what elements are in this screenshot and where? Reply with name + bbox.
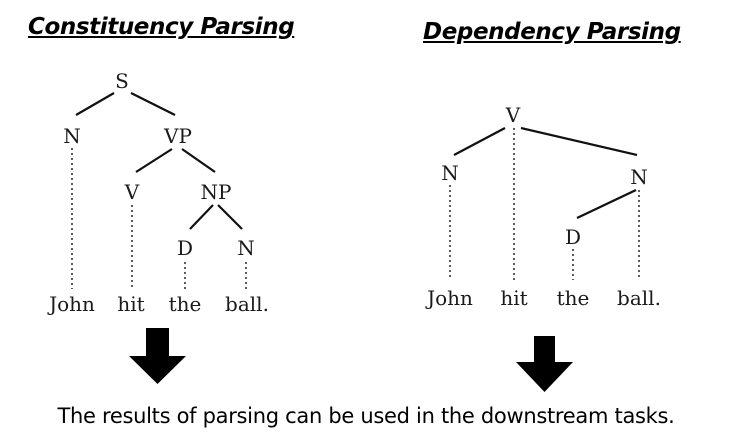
edge-np-d bbox=[189, 204, 214, 230]
node-vp: VP bbox=[163, 124, 192, 148]
node-n-right: N bbox=[630, 165, 648, 189]
word-ball: ball. bbox=[617, 286, 661, 310]
edge-s-vp bbox=[130, 92, 176, 116]
constituency-heading: Constituency Parsing bbox=[28, 14, 295, 40]
dependency-heading: Dependency Parsing bbox=[423, 19, 681, 45]
node-d: D bbox=[565, 225, 581, 249]
down-arrow-icon bbox=[129, 328, 186, 384]
node-n2: N bbox=[237, 236, 255, 260]
edge-np-n bbox=[217, 204, 243, 230]
node-d: D bbox=[177, 236, 193, 260]
word-hit: hit bbox=[500, 286, 527, 310]
dependency-tree: V N N D John hit the ball. bbox=[425, 103, 661, 310]
constituency-tree: S N VP V NP D N John hit the ball. bbox=[47, 69, 269, 316]
word-the: the bbox=[169, 292, 202, 316]
edge-n-d bbox=[576, 189, 637, 219]
word-ball: ball. bbox=[225, 292, 269, 316]
node-np: NP bbox=[201, 180, 232, 204]
edge-v-n-right bbox=[520, 126, 638, 157]
caption-text: The results of parsing can be used in th… bbox=[57, 404, 675, 428]
edge-vp-v bbox=[135, 148, 173, 173]
edge-v-n-left bbox=[453, 127, 506, 156]
word-john: John bbox=[47, 292, 95, 316]
word-the: the bbox=[557, 286, 590, 310]
node-s: S bbox=[115, 69, 129, 93]
edge-vp-np bbox=[181, 148, 216, 173]
edge-s-n bbox=[75, 92, 115, 116]
word-hit: hit bbox=[117, 292, 144, 316]
node-v: V bbox=[505, 103, 521, 127]
node-n-left: N bbox=[441, 161, 459, 185]
node-v: V bbox=[124, 180, 140, 204]
node-n: N bbox=[63, 124, 81, 148]
word-john: John bbox=[425, 286, 473, 310]
down-arrow-icon bbox=[516, 336, 573, 392]
